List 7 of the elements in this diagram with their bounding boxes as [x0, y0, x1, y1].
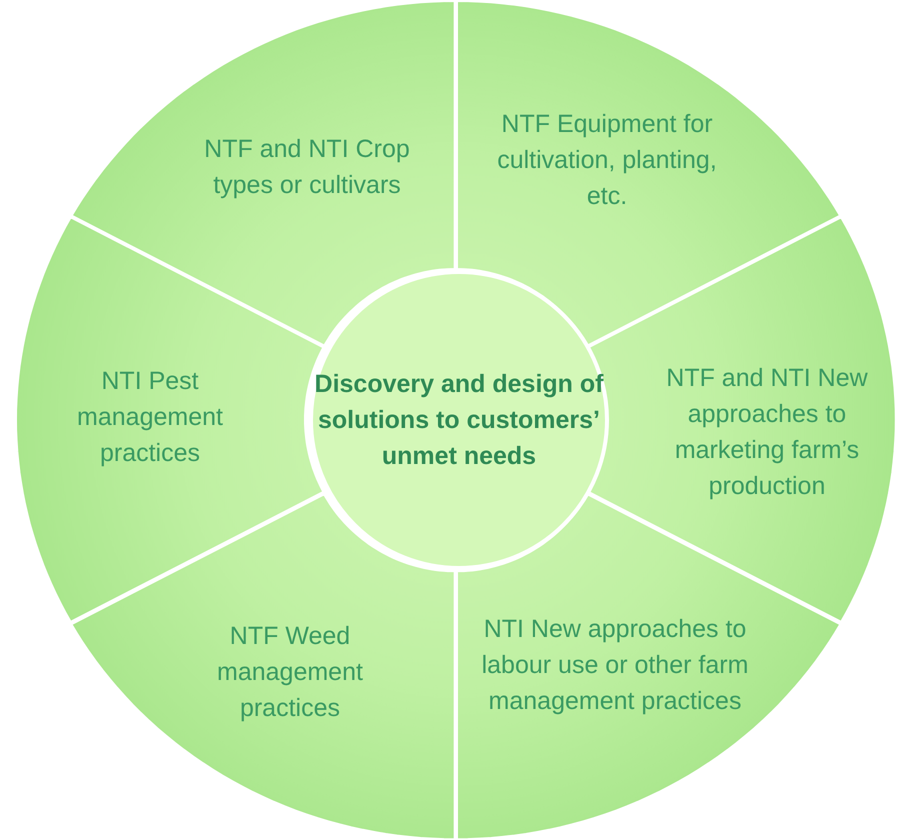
segment-label: NTI New approaches to labour use or other farm management practices	[480, 614, 750, 717]
segment-label: NTF Equipment for cultivation, planting, etc.	[496, 109, 718, 212]
segment-label: NTF and NTI New approaches to marketing farm’s production	[665, 362, 869, 502]
segment-label: NTF and NTI Crop types or cultivars	[203, 134, 411, 201]
segment-label: NTI Pest management practices	[76, 366, 224, 469]
segment-label: NTF Weed management practices	[216, 620, 364, 724]
center-label: Discovery and design of solutions to customers’ unmet needs	[314, 369, 604, 472]
